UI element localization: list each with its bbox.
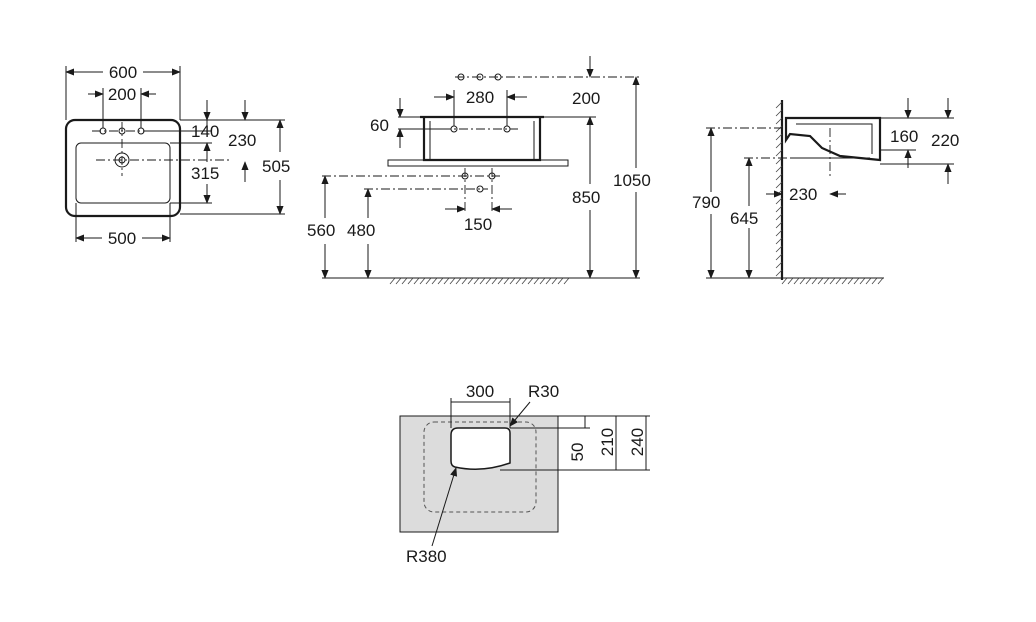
basin-footprint — [423, 421, 537, 513]
basin-bowl — [75, 142, 171, 204]
dim-rim-floor: 790 — [692, 193, 720, 212]
dim-cutout-depth: 210 — [598, 428, 617, 456]
basin-outline — [64, 118, 182, 218]
dim-depth-overall: 505 — [262, 157, 290, 176]
dim-overall-depth: 220 — [931, 131, 959, 150]
dim-cutout-width: 300 — [466, 382, 494, 401]
dim-counter-height: 850 — [572, 188, 600, 207]
dim-total-depth: 240 — [628, 428, 647, 456]
dim-width-bowl: 500 — [108, 229, 136, 248]
basin-body — [422, 117, 542, 162]
dim-tap-spacing-front: 280 — [466, 88, 494, 107]
cutout-shape — [450, 427, 511, 470]
side-view: 160 220 790 645 230 — [692, 98, 959, 285]
radius-corner: R30 — [528, 382, 559, 401]
basin-profile — [784, 116, 882, 162]
dim-bowl-depth: 315 — [191, 164, 219, 183]
dim-waste: 230 — [228, 131, 256, 150]
dim-total-height: 1050 — [613, 171, 651, 190]
dim-offset: 50 — [568, 443, 587, 462]
dim-rim-height: 60 — [370, 116, 389, 135]
dim-basin-depth: 160 — [890, 127, 918, 146]
dim-tap-row: 140 — [191, 122, 219, 141]
dim-tap-spacing: 200 — [108, 85, 136, 104]
dim-width-overall: 600 — [109, 63, 137, 82]
cutout-view: 300 R30 50 210 240 R380 — [399, 382, 650, 566]
front-view: 280 200 60 1050 850 560 480 15 — [307, 56, 651, 285]
dim-pipe-low: 480 — [347, 221, 375, 240]
dim-pipe-high: 560 — [307, 221, 335, 240]
dim-waste-wall: 230 — [789, 185, 817, 204]
dim-waste-floor: 645 — [730, 209, 758, 228]
top-view: 600 200 500 140 230 505 315 — [64, 63, 290, 248]
radius-front: R380 — [406, 547, 447, 566]
dim-tap-height: 200 — [572, 89, 600, 108]
dim-pipe-spacing: 150 — [464, 215, 492, 234]
